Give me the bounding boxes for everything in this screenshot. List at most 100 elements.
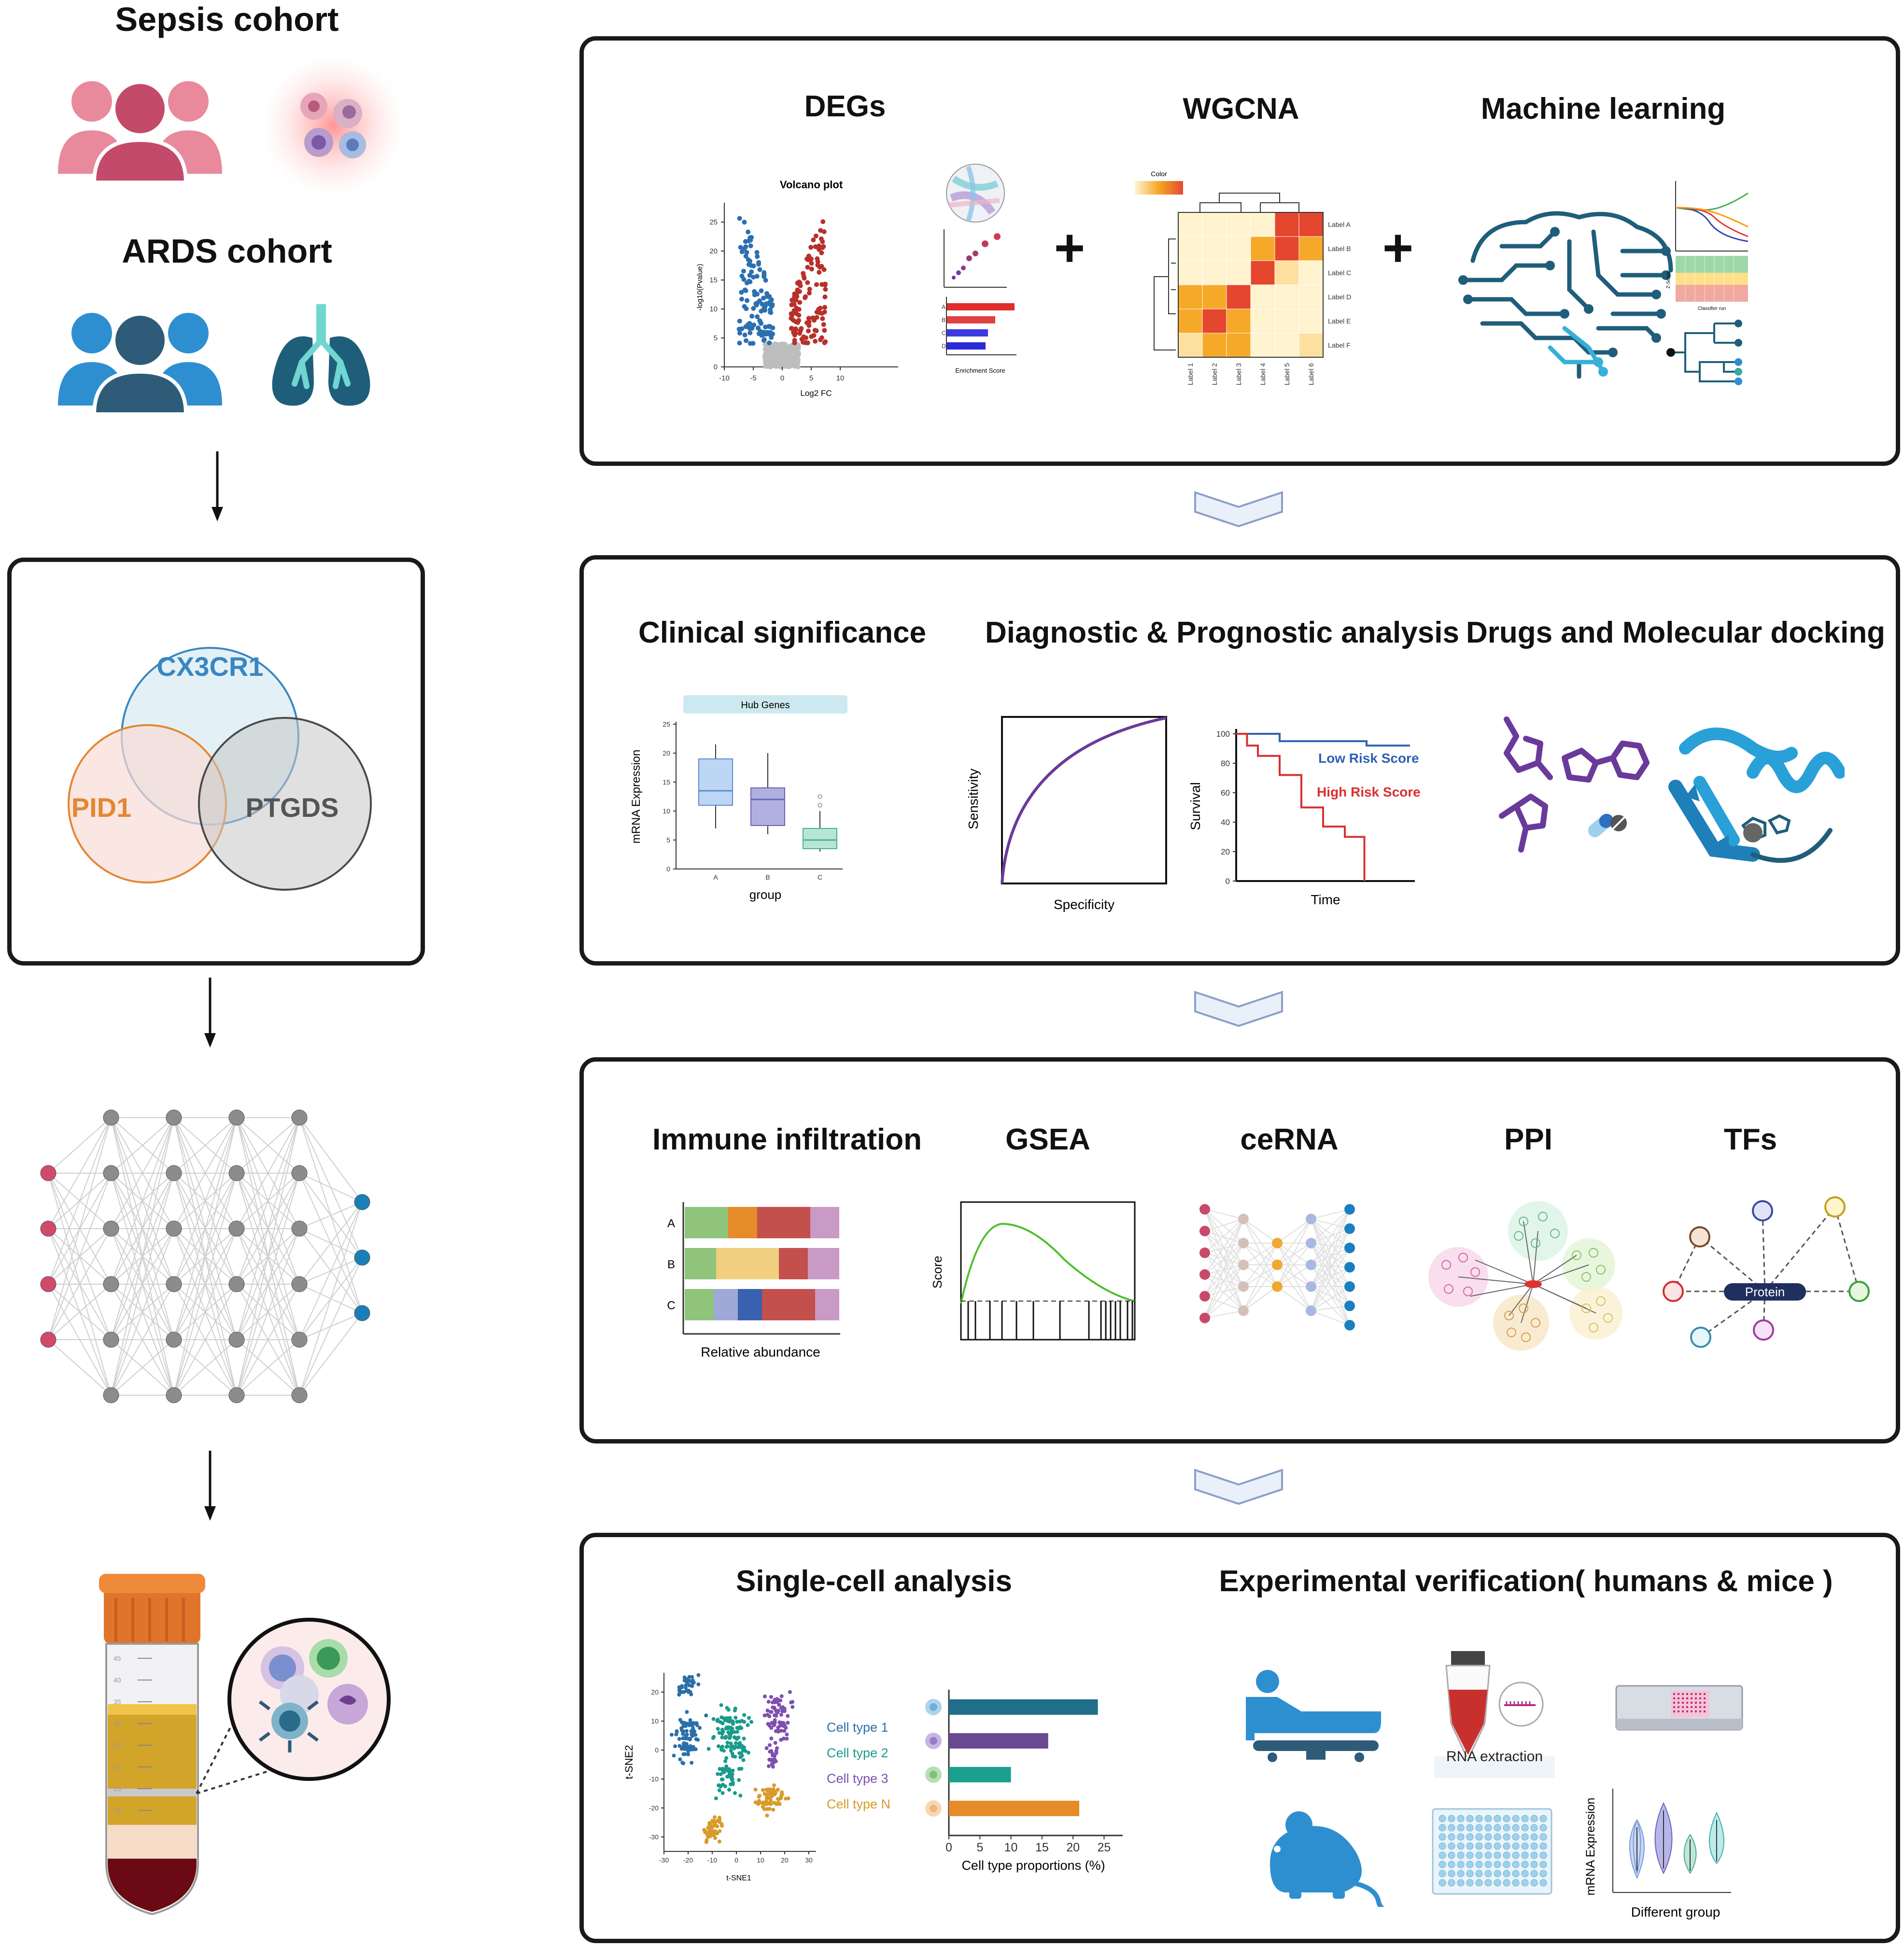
tsne-point [765, 1709, 770, 1713]
tsne-point [729, 1731, 733, 1736]
tsne-point [725, 1706, 729, 1710]
tube-tick-label: 35 [113, 1698, 121, 1706]
plate-well [1466, 1870, 1474, 1877]
volcano-xtick: -10 [719, 374, 730, 382]
volcano-point [751, 306, 756, 311]
violin-ylabel: mRNA Expression [1584, 1798, 1597, 1896]
box-outlier [818, 803, 822, 808]
tube-tick-label: 10 [113, 1807, 121, 1814]
plate-well [1512, 1824, 1520, 1832]
brain-circuit-icon [1458, 211, 1673, 379]
slide-dot [1682, 1702, 1684, 1704]
arrow-down-3 [204, 1451, 216, 1521]
tsne-point [687, 1683, 691, 1688]
mouse-icon [1270, 1811, 1385, 1907]
immune-bar-segment [815, 1289, 839, 1320]
immune-bar-segment [738, 1289, 762, 1320]
immune-bar-segment [714, 1289, 738, 1320]
tsne-point [678, 1757, 682, 1762]
box-rect [750, 787, 785, 826]
volcano-point [819, 250, 824, 255]
tsne-point [742, 1713, 747, 1717]
drugs-title: Drugs and Molecular docking [1466, 616, 1886, 649]
slide-dot [1682, 1693, 1684, 1695]
plate-well [1448, 1870, 1455, 1877]
tsne-point [738, 1741, 742, 1745]
plate-well [1539, 1870, 1547, 1877]
tsne-point [723, 1759, 728, 1764]
volcano-point [763, 360, 768, 365]
tsne-point [747, 1716, 751, 1720]
heatmap-cell [1298, 333, 1324, 358]
tsne-xtick: -20 [683, 1856, 693, 1864]
survival-ytick: 60 [1221, 788, 1230, 798]
enrichment-label-b: B [942, 317, 945, 323]
tsne-point [725, 1719, 730, 1723]
heatmap-row-label: Label E [1328, 317, 1351, 325]
tsne-point [711, 1717, 716, 1721]
volcano-point [743, 253, 748, 259]
tsne-point [716, 1727, 720, 1731]
volcano-point [790, 347, 796, 352]
tsne-ytick: -20 [649, 1804, 659, 1812]
plate-well [1512, 1870, 1520, 1877]
tsne-point [761, 1788, 765, 1792]
tsne-point [730, 1774, 734, 1779]
slide-dot [1691, 1706, 1692, 1708]
venn-label-cx3cr1: CX3CR1 [156, 651, 264, 682]
roc-ylabel: Sensitivity [966, 769, 981, 829]
volcano-point [789, 359, 794, 364]
slide-dot [1678, 1702, 1679, 1704]
volcano-point [795, 280, 801, 286]
volcano-point [799, 336, 804, 342]
volcano-point [763, 324, 768, 330]
volcano-point [773, 357, 778, 362]
volcano-point [759, 288, 764, 294]
slide-dot [1673, 1702, 1675, 1704]
tsne-point [706, 1825, 711, 1830]
heatmap-col-label: Label 2 [1211, 363, 1218, 385]
plate-well [1439, 1879, 1446, 1887]
heatmap-cell [1298, 284, 1324, 309]
boxplot-ylabel: mRNA Expression [630, 750, 643, 844]
plate-well [1448, 1815, 1455, 1822]
tsne-point [720, 1735, 724, 1739]
cerna-node [1238, 1260, 1249, 1270]
tsne-point [683, 1752, 687, 1756]
volcano-point [795, 364, 801, 369]
volcano-point [761, 330, 766, 335]
network-node [103, 1165, 119, 1181]
network-node [103, 1331, 119, 1348]
immune-infiltration-title: Immune infiltration [652, 1123, 922, 1156]
heatmap-col-label: Label 6 [1307, 363, 1315, 385]
plate-well [1484, 1842, 1492, 1850]
tsne-point [687, 1723, 691, 1727]
tsne-point [764, 1794, 769, 1799]
tsne-ytick: 20 [651, 1688, 659, 1696]
volcano-point [742, 220, 747, 225]
experimental-title: Experimental verification( humans & mice… [1219, 1565, 1833, 1598]
cell-type-icon [930, 1737, 937, 1745]
tube-tick-label: 25 [113, 1741, 121, 1749]
volcano-point [792, 337, 797, 343]
volcano-point [798, 328, 803, 334]
plate-well [1503, 1815, 1510, 1822]
rna-extraction-label: RNA extraction [1446, 1749, 1543, 1765]
tsne-point [777, 1720, 782, 1724]
plate-well [1448, 1861, 1455, 1868]
single-cell-title: Single-cell analysis [735, 1565, 1013, 1598]
slide-dot [1704, 1702, 1706, 1704]
tsne-xtick: 10 [757, 1856, 764, 1864]
tsne-point [713, 1820, 718, 1824]
volcano-point [739, 326, 745, 332]
tsne-point [688, 1737, 692, 1741]
survival-line [1236, 733, 1410, 747]
volcano-point [767, 364, 772, 369]
slide-dot [1704, 1710, 1706, 1712]
slide-dot [1678, 1706, 1679, 1708]
heatmap-cell [1202, 236, 1227, 261]
tsne-point [718, 1829, 722, 1833]
heatmap-cell [1298, 308, 1324, 334]
tsne-point [705, 1838, 709, 1842]
